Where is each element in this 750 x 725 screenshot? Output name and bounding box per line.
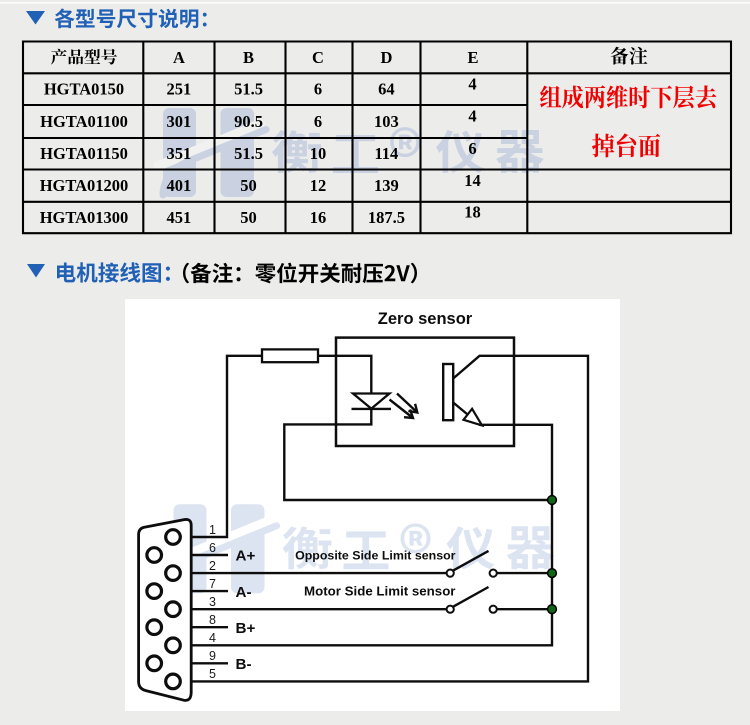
svg-text:E: E xyxy=(467,48,478,67)
svg-text:HGTA0150: HGTA0150 xyxy=(44,80,124,99)
svg-text:90.5: 90.5 xyxy=(234,112,263,131)
svg-text:51.5: 51.5 xyxy=(234,80,263,99)
svg-text:301: 301 xyxy=(167,112,192,131)
svg-text:A+: A+ xyxy=(236,548,256,565)
svg-text:351: 351 xyxy=(167,144,192,163)
svg-text:187.5: 187.5 xyxy=(368,208,405,227)
svg-text:114: 114 xyxy=(374,144,398,163)
svg-text:9: 9 xyxy=(209,649,216,663)
svg-text:B-: B- xyxy=(236,656,252,673)
svg-text:451: 451 xyxy=(167,208,192,227)
svg-text:HGTA01150: HGTA01150 xyxy=(40,144,128,163)
svg-text:4: 4 xyxy=(468,107,476,126)
svg-text:B: B xyxy=(243,48,254,67)
svg-text:1: 1 xyxy=(209,523,216,537)
svg-text:3: 3 xyxy=(209,595,216,609)
svg-text:4: 4 xyxy=(209,631,216,645)
svg-text:103: 103 xyxy=(374,112,399,131)
svg-text:C: C xyxy=(312,48,324,67)
svg-text:139: 139 xyxy=(374,176,399,195)
svg-text:HGTA01200: HGTA01200 xyxy=(40,176,129,195)
svg-text:Motor Side Limit sensor: Motor Side Limit sensor xyxy=(304,583,455,598)
svg-text:A: A xyxy=(173,48,185,67)
svg-text:HGTA01300: HGTA01300 xyxy=(40,208,129,227)
svg-text:A-: A- xyxy=(236,584,252,601)
svg-text:50: 50 xyxy=(240,208,257,227)
svg-text:Zero sensor: Zero sensor xyxy=(378,310,473,328)
svg-text:50: 50 xyxy=(240,176,257,195)
svg-text:Opposite Side Limit sensor: Opposite Side Limit sensor xyxy=(295,548,456,562)
svg-text:6: 6 xyxy=(314,80,322,99)
svg-text:2: 2 xyxy=(209,559,216,573)
svg-text:HGTA01100: HGTA01100 xyxy=(40,112,128,131)
svg-text:401: 401 xyxy=(167,176,192,195)
svg-text:251: 251 xyxy=(167,80,192,99)
svg-text:16: 16 xyxy=(310,208,327,227)
svg-text:6: 6 xyxy=(468,139,476,158)
svg-text:D: D xyxy=(380,48,392,67)
svg-text:7: 7 xyxy=(209,577,216,591)
svg-text:5: 5 xyxy=(209,667,216,681)
svg-text:B+: B+ xyxy=(236,620,256,637)
svg-text:18: 18 xyxy=(464,203,481,222)
svg-text:4: 4 xyxy=(468,74,476,93)
svg-text:12: 12 xyxy=(310,176,327,195)
svg-text:6: 6 xyxy=(314,112,322,131)
svg-text:8: 8 xyxy=(209,613,216,627)
svg-text:6: 6 xyxy=(209,541,216,555)
svg-text:14: 14 xyxy=(464,171,481,190)
svg-text:64: 64 xyxy=(378,80,395,99)
svg-text:51.5: 51.5 xyxy=(234,144,263,163)
svg-text:10: 10 xyxy=(310,144,327,163)
